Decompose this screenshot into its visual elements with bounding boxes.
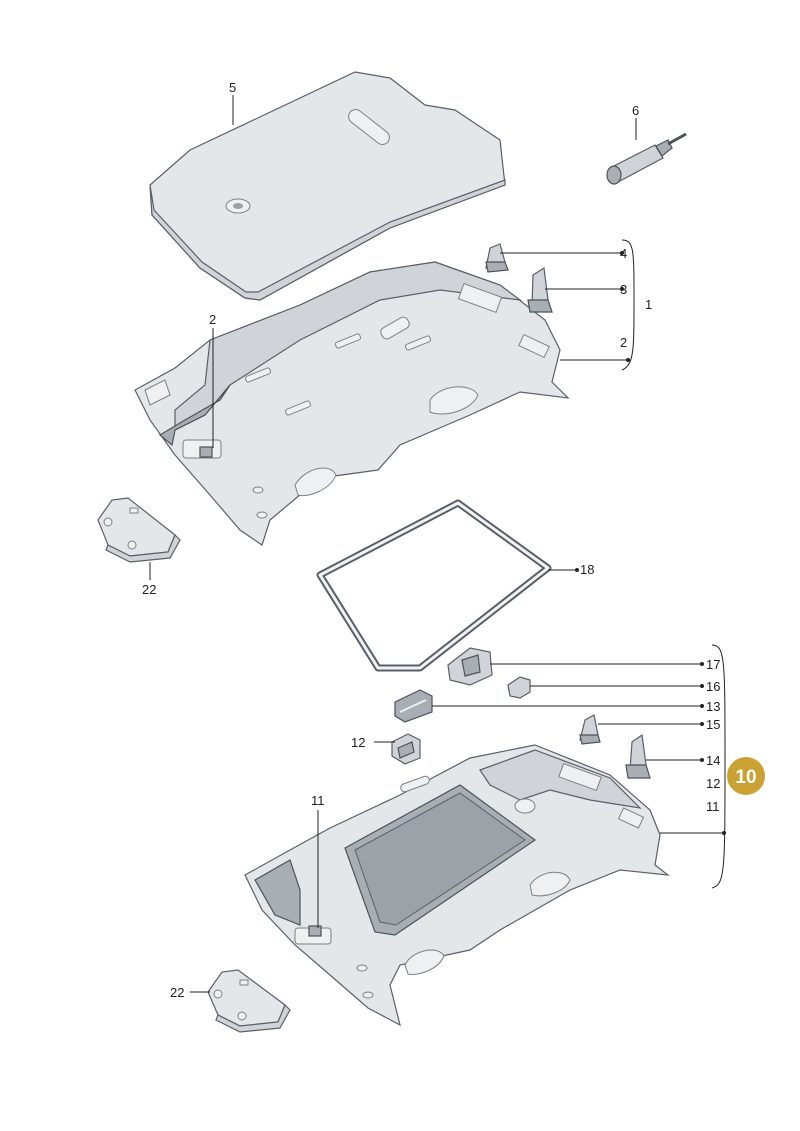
part-18-seal (316, 499, 552, 672)
badge-label: 10 (735, 767, 756, 788)
part-16-clip (507, 676, 531, 699)
callout-15: 15 (706, 717, 720, 732)
part-22-cover-lower (207, 969, 291, 1033)
callout-1: 1 (645, 297, 652, 312)
part-11-headliner-sunroof (244, 744, 671, 1027)
part-3-bracket (527, 266, 553, 313)
badge-circle (727, 757, 765, 795)
callout-11-left: 11 (311, 793, 325, 808)
callout-4: 4 (620, 246, 627, 261)
part-6-adhesive-cartridge (606, 132, 687, 185)
callout-16: 16 (706, 679, 720, 694)
callout-2-right: 2 (620, 335, 627, 350)
group-badge: 10 (727, 757, 765, 795)
callout-14: 14 (706, 753, 720, 768)
callout-18: 18 (580, 562, 594, 577)
callout-12-right: 12 (706, 776, 720, 791)
part-13-connector (394, 689, 433, 723)
callout-5: 5 (229, 80, 236, 95)
callout-13: 13 (706, 699, 720, 714)
part-22-cover-upper (97, 497, 181, 563)
callout-17: 17 (706, 657, 720, 672)
part-2-headliner (134, 261, 570, 546)
part-15-clip (579, 714, 601, 745)
callout-6: 6 (632, 103, 639, 118)
part-5-insulation-pad (149, 71, 506, 301)
part-17-bracket (447, 647, 493, 686)
callout-2-left: 2 (209, 312, 216, 327)
part-14-bracket (625, 733, 651, 779)
part-4-clip (485, 243, 509, 273)
callout-22-lower: 22 (170, 985, 184, 1000)
callout-3: 3 (620, 282, 627, 297)
callout-22-upper: 22 (142, 582, 156, 597)
leader-lines (149, 95, 726, 993)
callout-labels: 5 6 4 3 1 2 2 22 18 17 16 13 15 12 14 12… (142, 80, 720, 1000)
callout-11-right: 11 (706, 799, 720, 814)
part-12-holder (391, 733, 421, 765)
callout-12-left: 12 (351, 735, 365, 750)
